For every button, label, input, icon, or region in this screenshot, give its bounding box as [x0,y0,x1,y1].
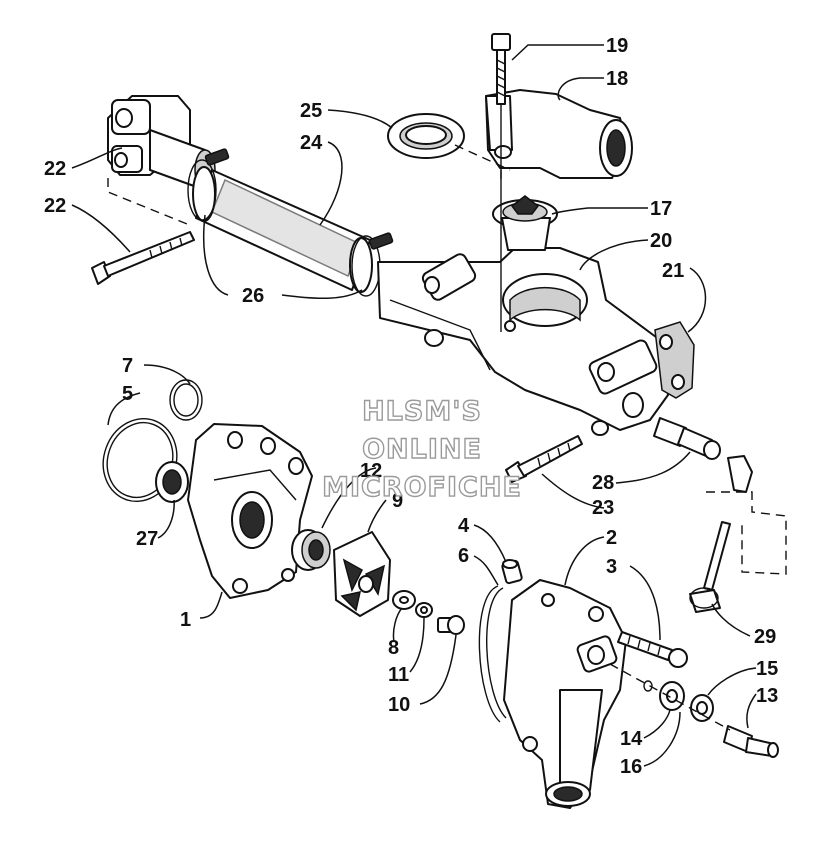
seal-ring [387,113,465,159]
callout-24: 24 [300,132,323,154]
thermostat-housing [377,247,669,436]
leader-lines [71,44,757,767]
callout-13: 13 [756,685,778,707]
callout-1: 1 [180,609,191,631]
impeller-washer [392,590,416,610]
dowel-pin [501,559,523,585]
drain-washer [659,681,685,711]
callout-labels: 19 18 25 24 22 22 17 20 21 26 7 5 12 28 … [44,35,778,778]
cover-bolt-long [617,631,688,668]
thermostat [492,195,558,251]
callout-6: 6 [458,545,469,567]
callout-21: 21 [662,260,684,282]
watermark-line-2: ONLINE [362,434,482,465]
callout-25: 26 [242,285,264,307]
callout-20: 20 [650,230,672,252]
callout-22-upper: 22 [44,195,66,217]
watermark: HLSM'S ONLINE MICROFICHE [321,395,522,503]
impeller [333,531,391,617]
callout-8: 8 [388,637,399,659]
watermark-line-3: MICROFICHE [322,472,522,503]
callout-4: 4 [458,515,470,537]
pump-seal [155,461,189,503]
callout-28: 28 [592,472,614,494]
callout-12: 12 [360,460,382,482]
cable-tie [689,521,731,613]
watermark-line-1: HLSM'S [362,396,482,427]
callout-19: 19 [606,35,628,57]
water-pump-housing [187,423,313,599]
callout-22-lower: 23 [592,497,614,519]
housing-bolt-lower [505,435,583,483]
callout-17: 17 [650,198,672,220]
callout-3: 3 [606,556,617,578]
callout-9: 9 [392,490,403,512]
lock-washer [415,602,433,618]
sensor-connector [727,455,753,493]
callout-11: 11 [388,664,409,686]
callout-2: 2 [606,527,617,549]
callout-15: 15 [756,658,778,680]
thermostat-cover [485,89,633,179]
pump-bearing [291,529,331,571]
pump-cover [503,579,627,809]
cover-o-ring [478,585,507,723]
drain-plug [723,725,779,758]
housing-gasket [654,321,695,399]
callout-5: 5 [122,383,133,405]
callout-18: 18 [606,68,628,90]
drain-gasket [690,694,714,722]
callout-10: 10 [388,694,410,716]
callout-14: 14 [620,728,643,750]
callout-23: 22 [44,158,66,180]
o-ring-small [169,379,203,421]
callout-27: 27 [136,528,158,550]
callout-7: 7 [122,355,133,377]
callout-16: 16 [620,756,642,778]
impeller-nut [437,615,465,635]
callout-29: 29 [754,626,776,648]
hose-clamp-left [187,148,230,221]
small-o-ring [643,680,653,692]
temperature-sensor [653,417,721,460]
callout-26: 25 [300,100,322,122]
housing-bolt-upper [91,231,195,285]
coolant-hose [192,166,373,293]
